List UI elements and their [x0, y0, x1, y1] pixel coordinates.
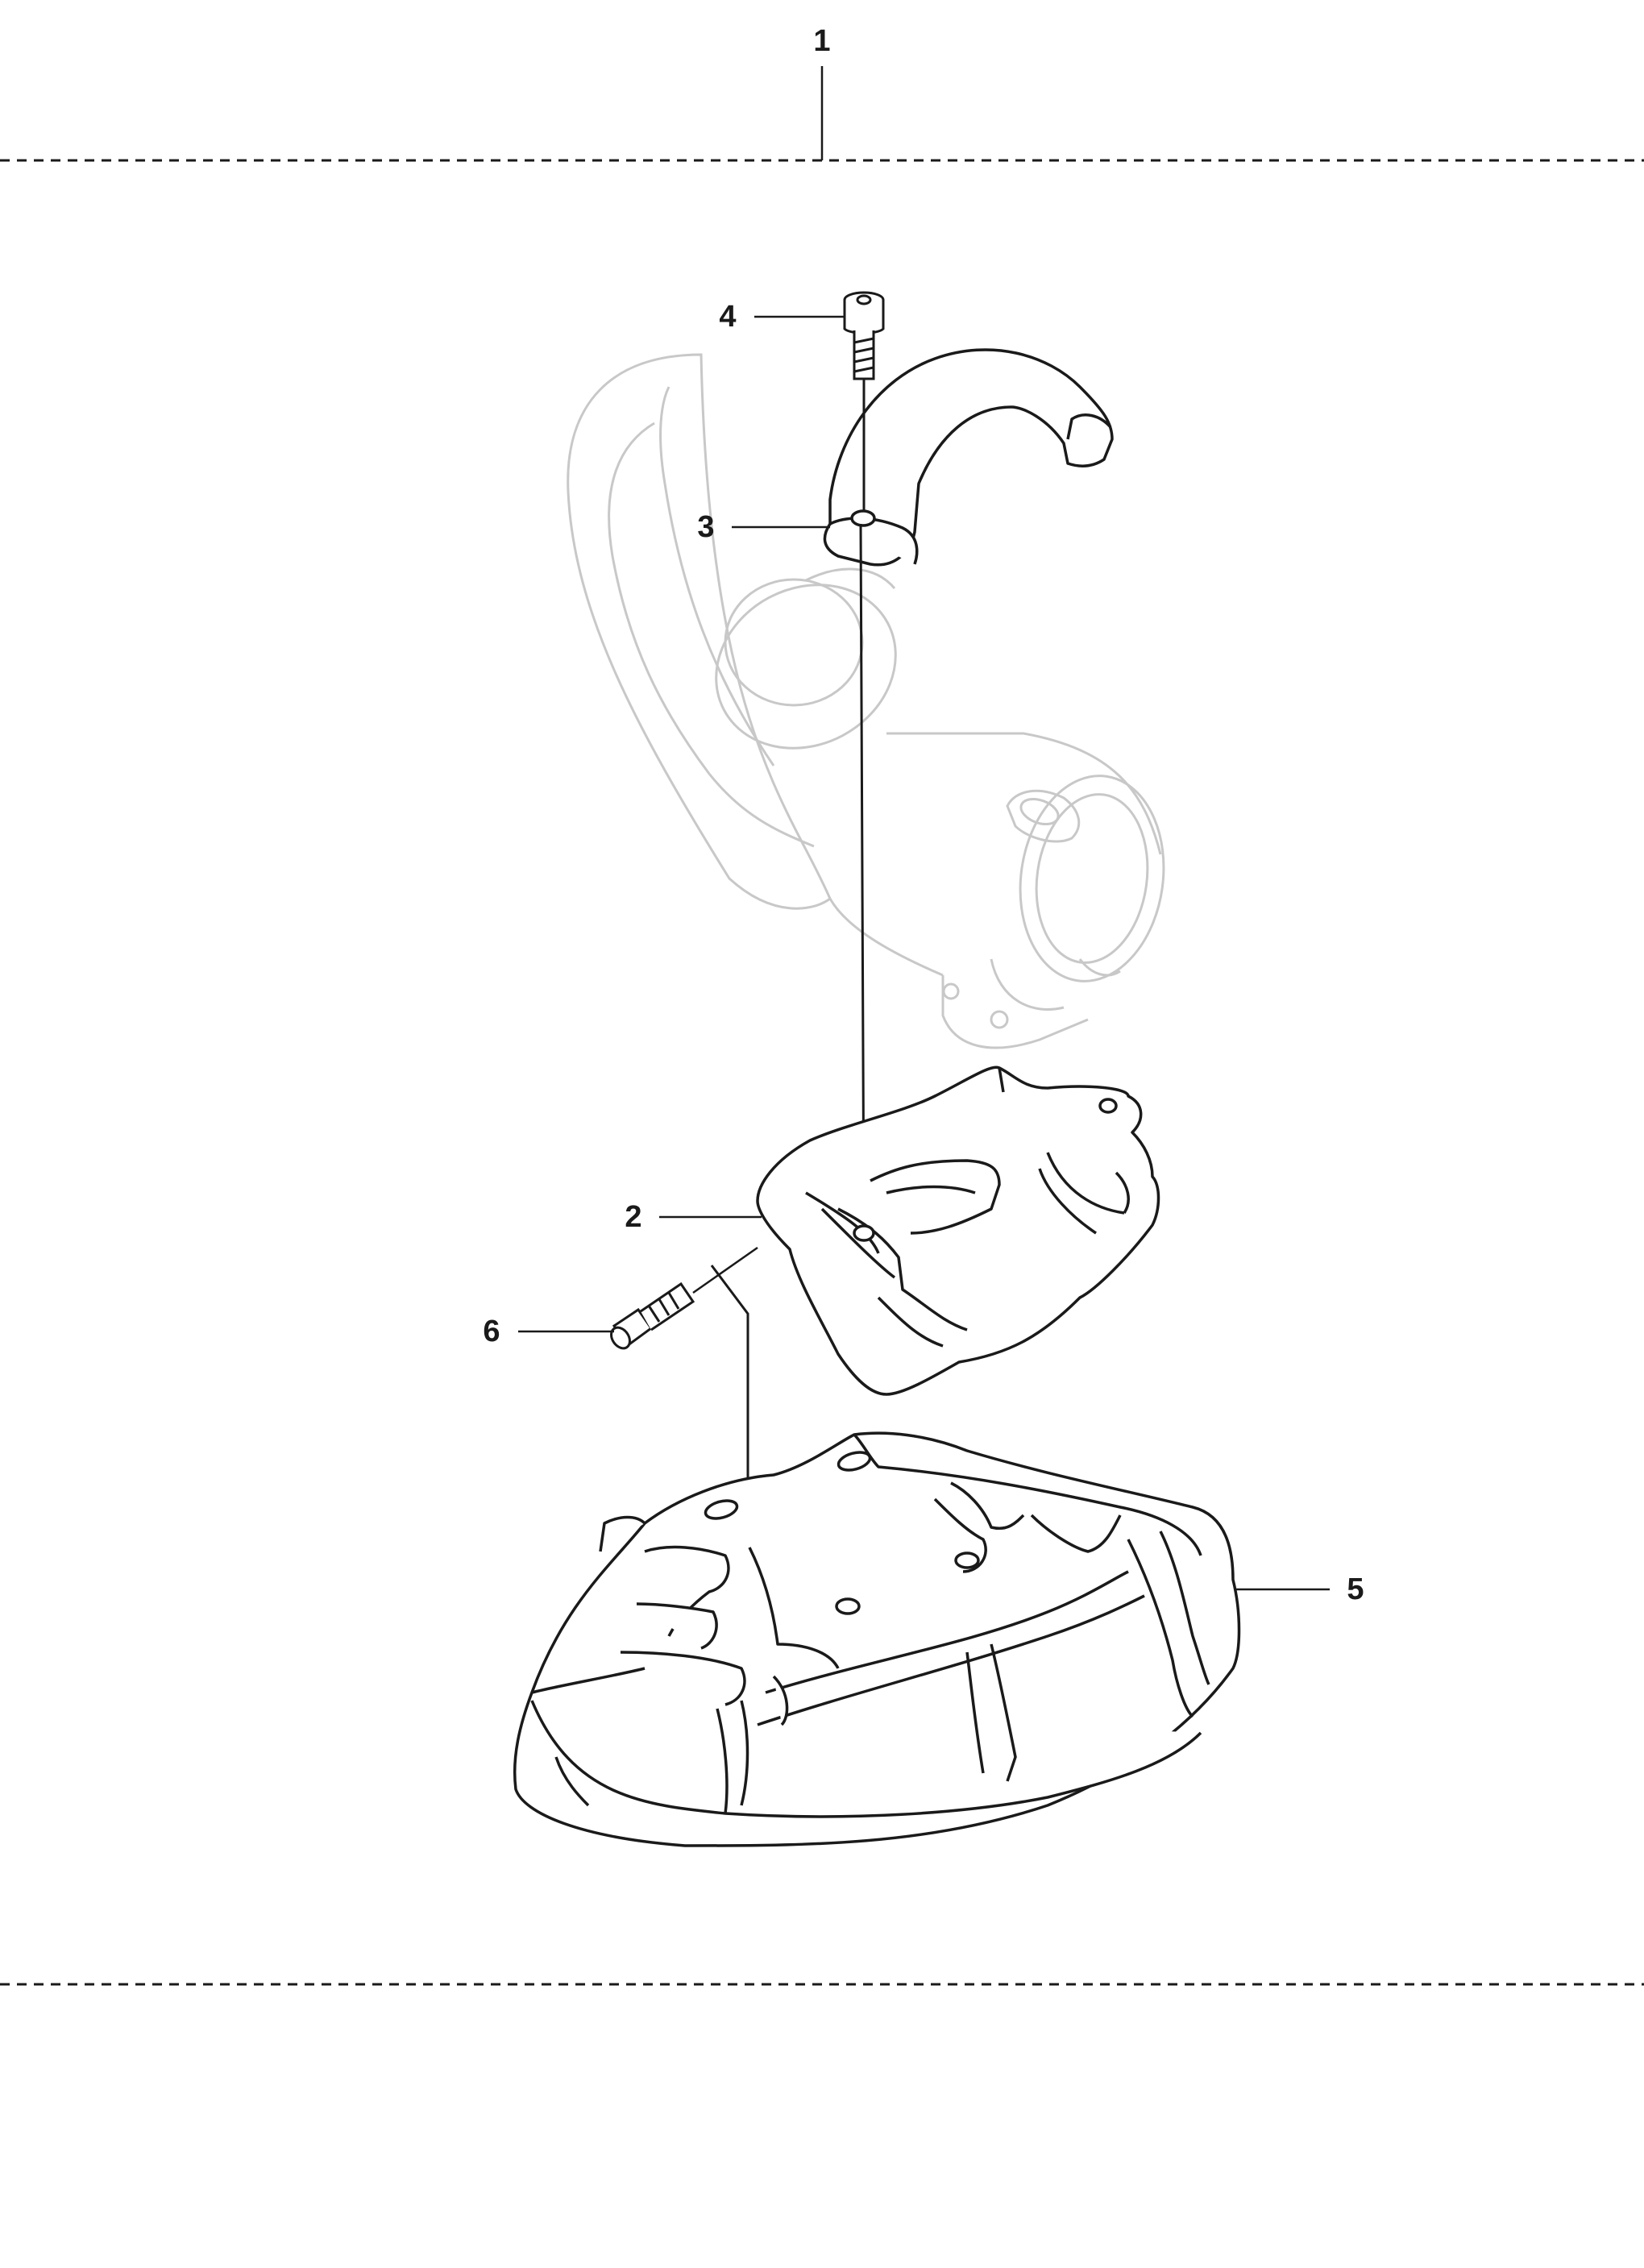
- callout-1: 1: [813, 24, 831, 58]
- callout-2: 2: [625, 1200, 642, 1234]
- screw-part: [610, 1281, 695, 1350]
- socket-screw-part: [843, 291, 885, 380]
- guard-part: [513, 1431, 1241, 1847]
- guard-bracket-part: [756, 1065, 1160, 1396]
- leader-line-6-to-2: [692, 1246, 758, 1294]
- gear-head-ghost: [567, 353, 1165, 1049]
- callout-6: 6: [483, 1315, 500, 1348]
- assembly-step-line: [710, 1265, 749, 1483]
- callout-4: 4: [719, 300, 737, 334]
- callout-5: 5: [1347, 1572, 1364, 1606]
- clamp-part: [823, 348, 1114, 567]
- callout-3: 3: [697, 510, 715, 544]
